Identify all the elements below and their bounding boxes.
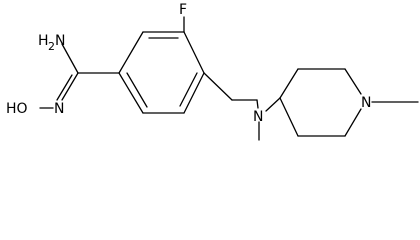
bond-ring-c6-c1: [118, 72, 144, 114]
amidine-nh2-label-h: H: [38, 33, 49, 49]
amidoxime-group: [39, 43, 120, 109]
amidine-nh2-label-n: N: [55, 33, 65, 49]
bond-pip-c4-c3: [279, 68, 299, 99]
bond-ch2-to-amine-n: [256, 99, 259, 109]
hydroxyl-label: HO: [6, 101, 28, 117]
bond-pip-n1-c6: [344, 108, 362, 137]
bond-amine-n-to-piperidine: [265, 97, 281, 112]
bond-pip-c2-n1: [344, 68, 362, 95]
chemical-structure-diagram: H 2 N N HO F N N: [6, 2, 419, 141]
benzene-ring: [118, 31, 205, 114]
bond-pip-c5-c4: [279, 97, 299, 137]
bond-ring-c1-c2: [118, 31, 144, 74]
piperidine-ring: [279, 68, 419, 137]
amidine-nh2-label-subscript: 2: [48, 40, 55, 53]
bond-ring-c3-c4: [183, 31, 205, 74]
bond-amidine-c-nh2: [61, 43, 79, 74]
bond-ring-to-ch2: [203, 72, 233, 101]
bond-ring-c4-c5: [183, 72, 205, 114]
atom-labels: H 2 N N HO F N N: [6, 2, 371, 125]
benzyl-amine-linker: [203, 72, 281, 141]
bond-ring-inner-c6-c1: [126, 72, 148, 108]
bond-amidine-c-n-double-2: [56, 74, 73, 101]
piperidine-nitrogen-label: N: [361, 95, 371, 111]
oxime-nitrogen-label: N: [54, 101, 64, 117]
bond-ring-inner-c4-c5: [179, 72, 198, 107]
bond-amidine-c-n-double-1: [61, 72, 79, 101]
tertiary-amine-nitrogen-label: N: [253, 109, 263, 125]
fluorine-label: F: [179, 2, 187, 18]
